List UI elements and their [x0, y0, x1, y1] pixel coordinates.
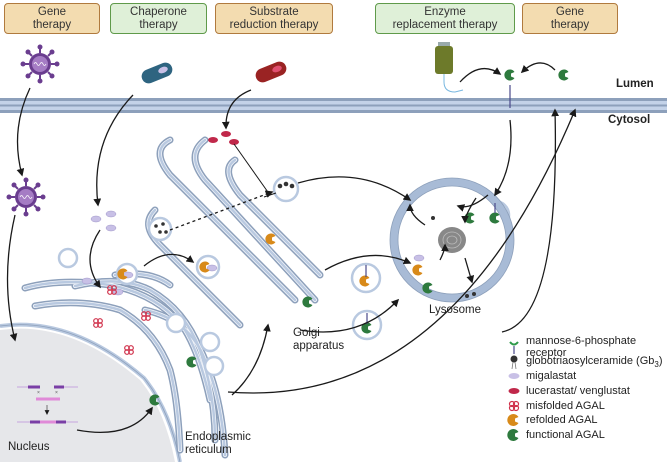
substrate-reduction-pill-icon — [255, 61, 287, 83]
therapy-label-line1: Gene — [555, 5, 585, 18]
legend-label: mannose-6-phosphate receptor — [526, 335, 637, 360]
mannose-6-phosphate-receptor-icon — [506, 340, 526, 355]
therapy-label-line2: therapy — [550, 18, 590, 31]
lumen-label: Lumen — [616, 78, 654, 90]
er-label-line2: reticulum — [185, 444, 232, 456]
viral-vector-icon — [5, 176, 47, 218]
therapy-label-line1: Gene — [37, 5, 67, 18]
migalastat-molecules — [81, 210, 425, 296]
lysosome-label: Lysosome — [429, 304, 481, 316]
er-label-line1: Endoplasmic — [185, 431, 251, 443]
legend-item: globotriaosylceramide (Gb3) — [506, 355, 667, 370]
therapy-label-line1: Chaperone — [130, 5, 187, 18]
iv-bag-icon — [435, 42, 464, 93]
legend-label: misfolded AGAL — [526, 399, 605, 412]
plasma-membrane — [0, 98, 667, 113]
legend-item: migalastat — [506, 369, 667, 384]
therapy-label-line1: Substrate — [249, 5, 299, 18]
golgi-label: Golgi apparatus — [293, 327, 344, 353]
therapy-label-line2: therapy — [32, 18, 72, 31]
lysosome — [389, 177, 515, 303]
chaperone-pill-icon — [141, 62, 173, 84]
legend-label: refolded AGAL — [526, 414, 598, 427]
gb3-molecules — [154, 181, 476, 298]
legend-item: functional AGAL — [506, 428, 667, 443]
pathway-arrows — [6, 62, 577, 433]
golgi-label-line2: apparatus — [293, 340, 345, 352]
svg-text:×: × — [37, 390, 40, 396]
legend-label: lucerastat/ venglustat — [526, 385, 630, 398]
refolded-agal-icon — [506, 413, 526, 427]
nucleus — [0, 322, 182, 462]
dashed-transport-arrow — [169, 190, 274, 231]
therapy-label-line1: Enzyme — [424, 5, 466, 18]
lucerastat-venglustat-icon — [506, 384, 526, 398]
golgi-label-line1: Golgi — [293, 327, 320, 339]
svg-text:×: × — [55, 390, 58, 396]
therapy-label-line2: reduction therapy — [229, 18, 319, 31]
legend-item: refolded AGAL — [506, 413, 667, 428]
inhibition-line — [233, 143, 277, 198]
nucleus-label: Nucleus — [8, 441, 50, 453]
golgi-apparatus — [145, 136, 324, 329]
dna-editing-icon: ×× — [17, 385, 78, 424]
legend-label: functional AGAL — [526, 428, 605, 441]
legend-label: migalastat — [526, 370, 577, 383]
migalastat-icon — [506, 369, 526, 383]
therapy-label-line2: therapy — [139, 18, 178, 31]
therapy-label-line2: replacement therapy — [392, 18, 498, 31]
viral-vector-icon — [19, 43, 61, 85]
legend-item: lucerastat/ venglustat — [506, 384, 667, 399]
er-label: Endoplasmic reticulum — [185, 431, 251, 457]
globotriaosylceramide-icon — [506, 355, 526, 369]
lucerastat-molecules — [208, 131, 239, 145]
legend-item: misfolded AGAL — [506, 398, 667, 413]
legend-label: globotriaosylceramide (Gb3) — [526, 354, 663, 369]
misfolded-agal-icon — [506, 399, 526, 413]
legend-item: mannose-6-phosphate receptor — [506, 335, 667, 359]
legend: mannose-6-phosphate receptor globotriaos… — [506, 335, 667, 443]
cytosol-label: Cytosol — [608, 114, 651, 126]
functional-agal-icon — [506, 428, 526, 442]
